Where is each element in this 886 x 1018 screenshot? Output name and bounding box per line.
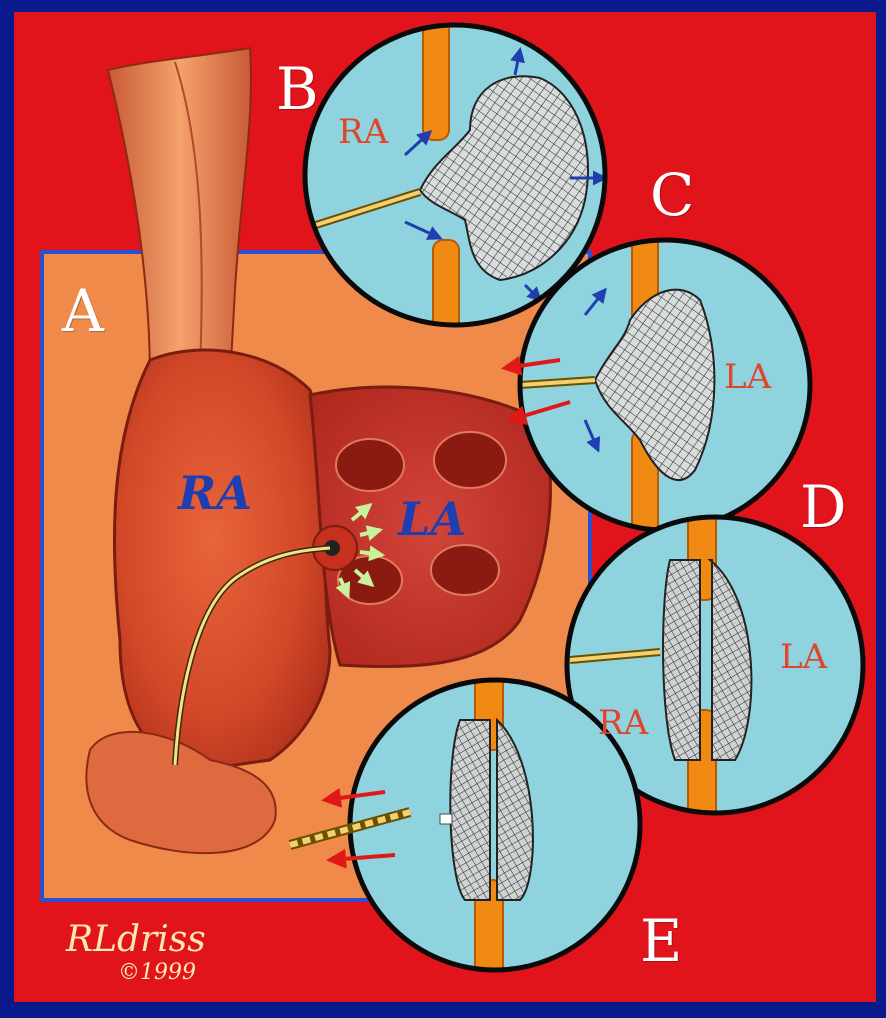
panel-b-ra-label: RA (338, 115, 388, 149)
panel-d-ra-label: RA (598, 706, 648, 740)
panel-b-letter: B (276, 60, 319, 118)
signature-year: ©1999 (118, 962, 196, 984)
panel-c-letter: C (650, 166, 694, 224)
panel-c-la-label: LA (724, 360, 771, 394)
panel-a-la-label: LA (398, 496, 466, 542)
panel-a-letter: A (62, 282, 104, 340)
right-atrium (114, 350, 330, 770)
panel-d-letter: D (800, 478, 847, 536)
panel-d-la-label: LA (780, 640, 827, 674)
artist-signature: RLdriss (66, 922, 206, 958)
panel-e-letter: E (640, 912, 682, 970)
panel-a-ra-label: RA (178, 470, 252, 516)
